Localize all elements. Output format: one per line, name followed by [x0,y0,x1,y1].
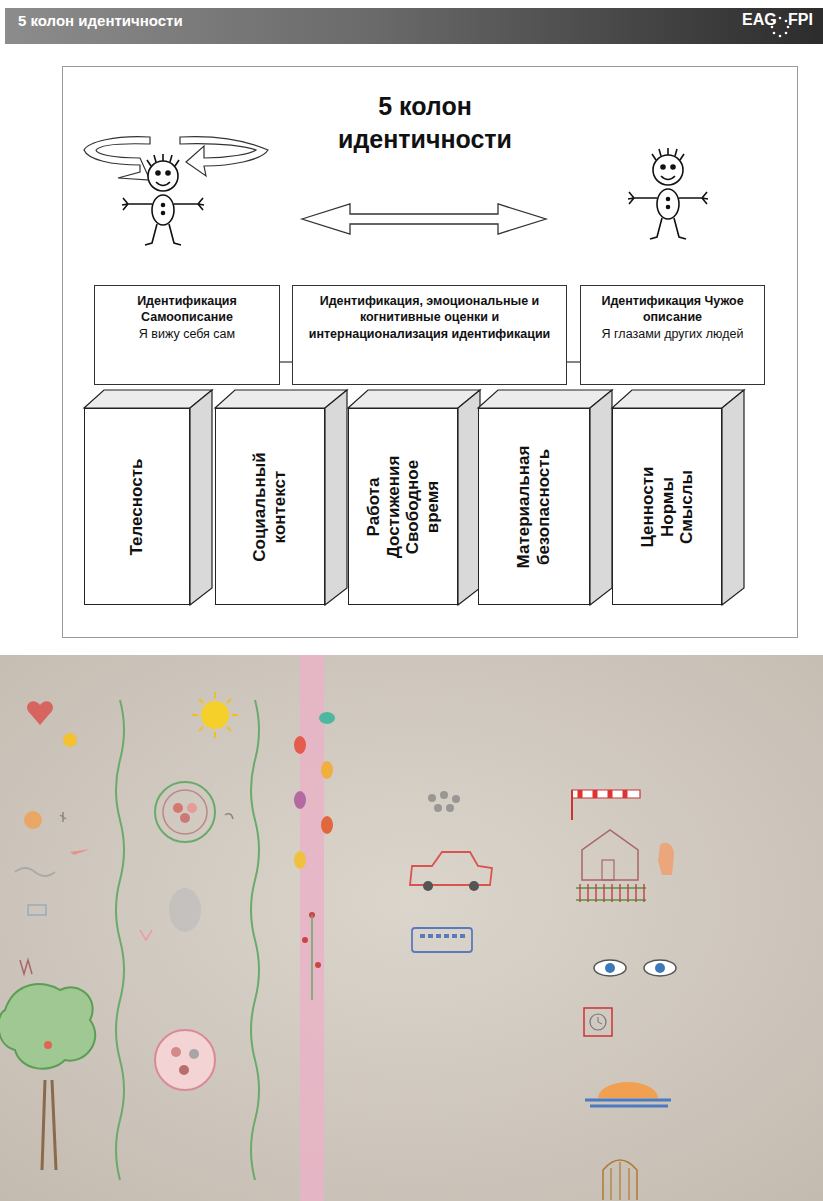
diagram-frame [63,67,798,638]
identity-column: Работа Достижения Свободное время [348,408,458,605]
logo-text: EAG [742,11,777,29]
connector-line [567,362,580,363]
box-text: Идентификация, эмоциональные и когнитивн… [299,293,560,342]
column-3d-faces [84,390,744,605]
column-label: Работа Достижения Свободное время [364,442,442,572]
logo-text: FPI [788,11,813,29]
column-label: Телесность [127,417,147,597]
stick-figure [122,154,204,245]
column-label: Ценности Нормы Смыслы [638,446,697,568]
identity-column: Социальный контекст [215,408,325,605]
diagram-title: 5 колон идентичности [290,90,560,155]
double-arrow [302,204,546,234]
identity-column: Материальная безопасность [478,408,590,605]
column-label: Социальный контекст [250,444,289,569]
wall-photo [0,655,823,1201]
connector-line [280,362,292,363]
box-body: Я глазами других людей [587,326,758,342]
header-title: 5 колон идентичности [18,12,183,29]
box-heading: Идентификация Самоописание [101,293,273,326]
header-bar [5,8,823,44]
identification-box: Идентификация Чужое описаниеЯ глазами др… [580,285,765,385]
box-body: Я вижу себя сам [101,326,273,342]
box-heading: Идентификация Чужое описание [587,293,758,326]
identity-column: Ценности Нормы Смыслы [612,408,722,605]
identification-box: Идентификация СамоописаниеЯ вижу себя са… [94,285,280,385]
column-label: Материальная безопасность [514,429,553,584]
identification-box: Идентификация, эмоциональные и когнитивн… [292,285,567,385]
identity-column: Телесность [84,408,190,605]
stick-figure [628,148,708,239]
